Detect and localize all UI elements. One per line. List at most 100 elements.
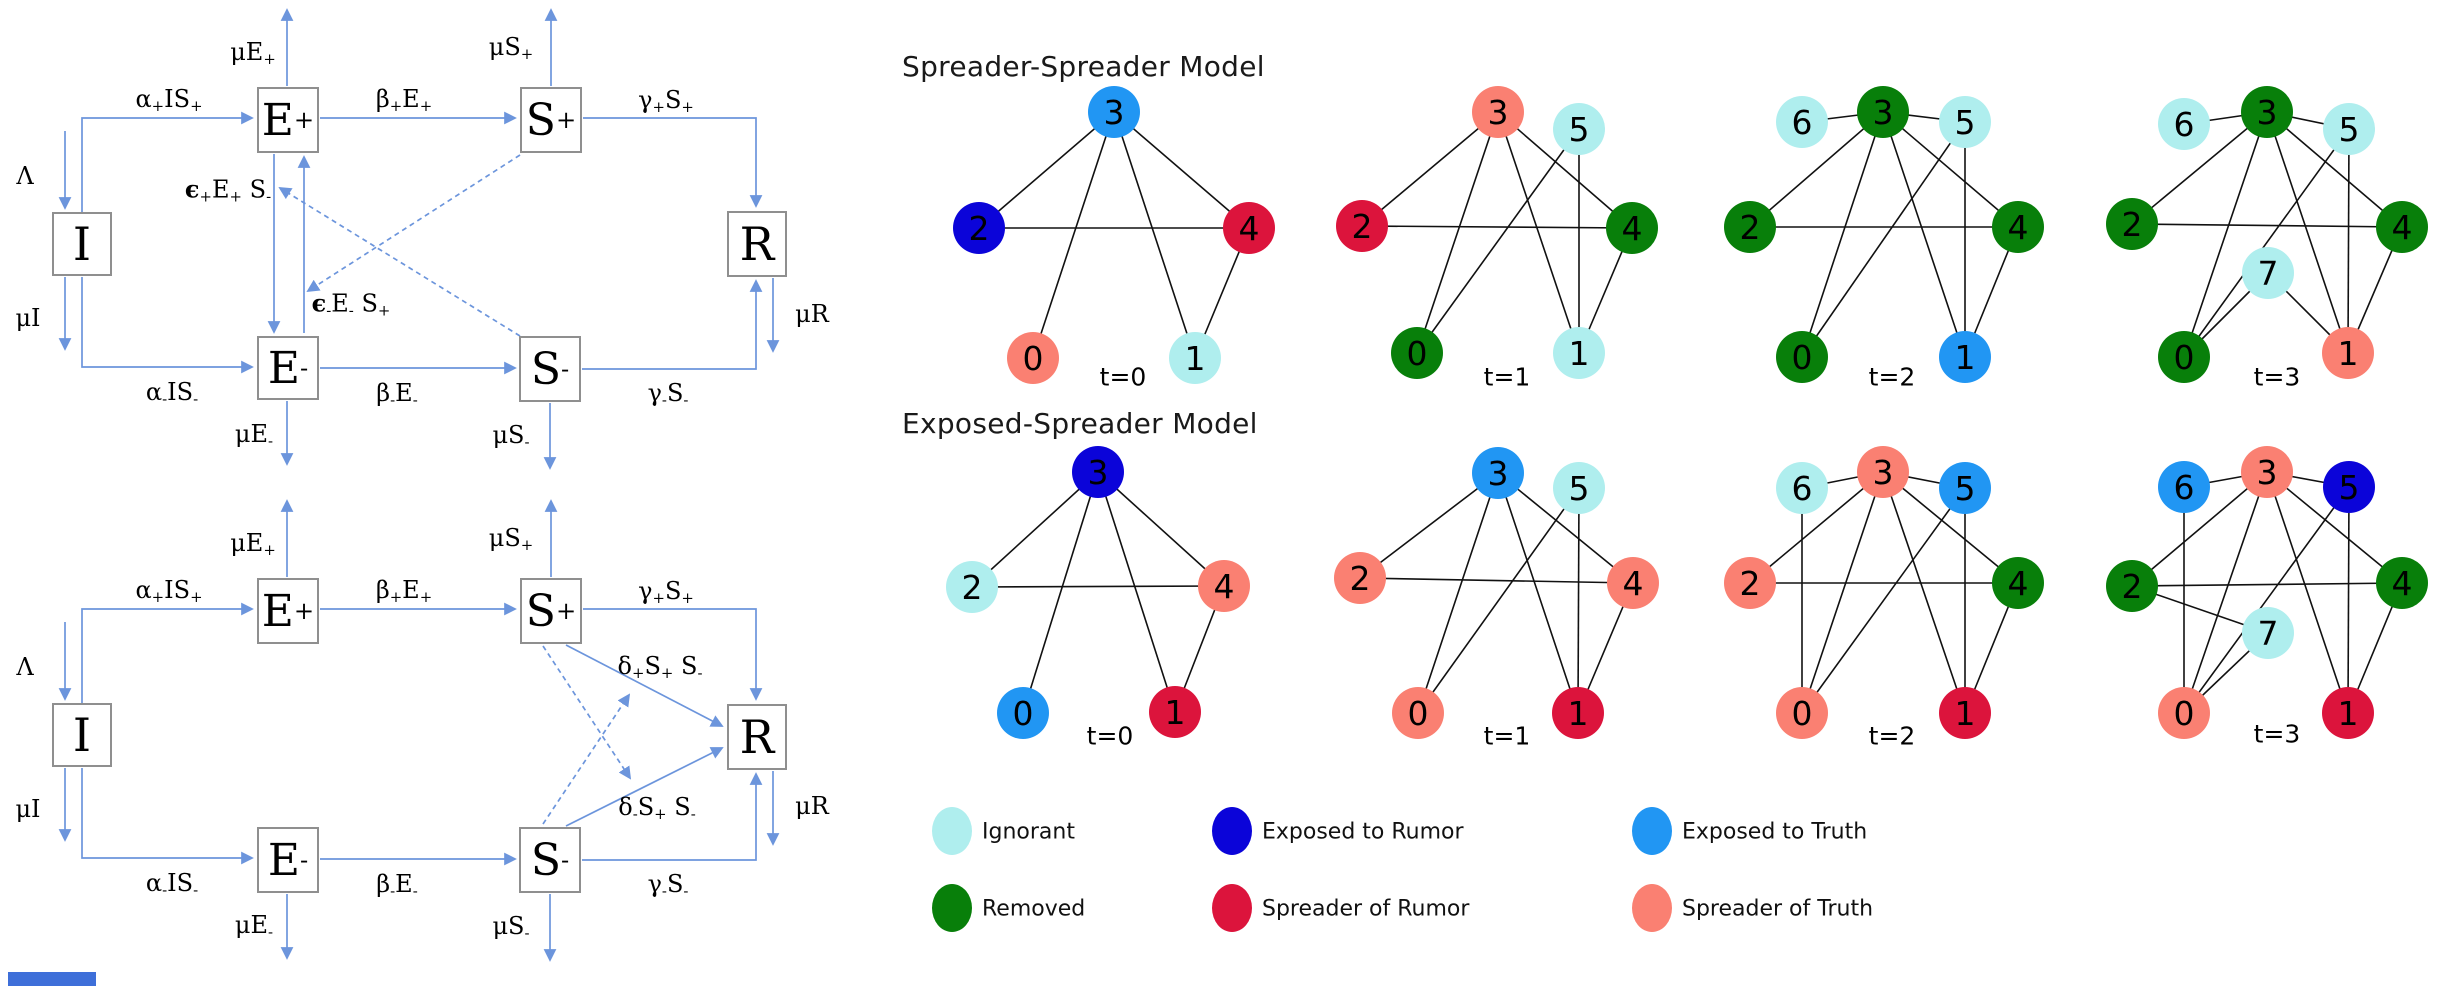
compartment-box-exposed-spreader-compartment-diagram-E1: E+: [257, 578, 319, 644]
graph-node-1-0-3-exposed_rumor: 3: [1072, 446, 1124, 498]
rate-label-0-7: ϵ+E+ S-: [184, 174, 272, 206]
graph-node-0-2-3-removed: 3: [1857, 86, 1909, 138]
graph-edge-1-1-1-3: [1497, 472, 1579, 714]
compartment-box-exposed-spreader-compartment-diagram-S2: S+: [520, 578, 582, 644]
graph-node-0-0-4-spreader_rumor: 4: [1223, 202, 1275, 254]
network-row-title-1: Exposed-Spreader Model: [902, 407, 1258, 440]
rate-label-0-5: Λ: [16, 162, 34, 190]
legend-label-ignorant: Ignorant: [982, 819, 1075, 845]
legend-swatch-exposed_truth: [1632, 807, 1672, 855]
compartment-box-spreader-spreader-compartment-diagram-R5: R: [727, 211, 787, 277]
graph-edge-0-3-1-3: [2266, 111, 2349, 354]
rate-label-1-7: δ+S+ S-: [617, 652, 703, 683]
graph-node-0-2-4-removed: 4: [1992, 201, 2044, 253]
legend-swatch-ignorant: [932, 807, 972, 855]
graph-edge-0-3-2-4: [2131, 223, 2403, 228]
rate-label-1-8: δ-S+ S-: [618, 793, 696, 824]
compartment-box-spreader-spreader-compartment-diagram-S4: S-: [519, 336, 581, 402]
rate-label-0-0: μE+: [230, 38, 276, 69]
graph-edge-0-3-3-4: [2266, 111, 2403, 228]
graph-node-1-3-7-ignorant: 7: [2242, 607, 2294, 659]
rate-label-1-11: γ-S-: [647, 870, 689, 901]
rate-label-0-12: μR: [795, 300, 829, 328]
graph-node-0-1-3-spreader_truth: 3: [1472, 86, 1524, 138]
rate-label-0-10: β-E-: [376, 379, 418, 410]
rate-label-1-12: μR: [795, 792, 829, 820]
legend-label-spreader_truth: Spreader of Truth: [1682, 896, 1874, 922]
time-label-0-1: t=1: [1483, 362, 1531, 392]
graph-node-0-2-6-ignorant: 6: [1776, 96, 1828, 148]
graph-edge-0-3-2-3: [2131, 111, 2268, 225]
graph-node-1-2-0-spreader_truth: 0: [1776, 687, 1828, 739]
graph-node-0-3-0-removed: 0: [2158, 331, 2210, 383]
legend-swatch-removed: [932, 884, 972, 932]
graph-node-1-1-5-ignorant: 5: [1553, 462, 1605, 514]
graph-node-0-0-2-exposed_rumor: 2: [953, 202, 1005, 254]
flow-arrow-1-7: [81, 768, 254, 865]
graph-node-1-3-3-spreader_truth: 3: [2241, 446, 2293, 498]
graph-node-1-0-2-ignorant: 2: [946, 561, 998, 613]
graph-edge-1-2-0-5: [1801, 487, 1966, 714]
graph-edge-1-1-2-3: [1359, 472, 1499, 579]
graph-node-1-1-4-spreader_truth: 4: [1607, 557, 1659, 609]
graph-edge-1-3-0-3: [2183, 471, 2268, 714]
rate-label-1-2: α+IS+: [135, 576, 203, 607]
rate-label-1-9: α-IS-: [145, 869, 199, 900]
graph-node-1-0-0-exposed_truth: 0: [997, 687, 1049, 739]
graph-edge-1-3-2-3: [2131, 471, 2268, 587]
time-label-0-3: t=3: [2253, 362, 2301, 392]
graph-edge-1-3-0-5: [2183, 486, 2350, 714]
graph-node-1-3-5-exposed_rumor: 5: [2323, 461, 2375, 513]
graph-node-0-3-5-ignorant: 5: [2323, 103, 2375, 155]
graph-node-0-1-1-ignorant: 1: [1553, 327, 1605, 379]
legend-swatch-exposed_rumor: [1212, 807, 1252, 855]
graph-node-0-0-3-exposed_truth: 3: [1088, 86, 1140, 138]
legend-swatch-spreader_rumor: [1212, 884, 1252, 932]
rate-label-1-6: μI: [15, 795, 41, 823]
graph-edge-1-0-3-4: [1097, 471, 1225, 587]
time-label-0-2: t=2: [1868, 362, 1916, 392]
graph-node-0-3-6-ignorant: 6: [2158, 98, 2210, 150]
rate-label-1-4: γ+S+: [638, 577, 694, 608]
graph-node-0-1-0-removed: 0: [1391, 327, 1443, 379]
graph-node-0-3-3-removed: 3: [2241, 86, 2293, 138]
graph-node-1-2-5-exposed_truth: 5: [1939, 462, 1991, 514]
graph-node-1-3-2-removed: 2: [2106, 560, 2158, 612]
graph-edge-1-0-1-3: [1097, 471, 1176, 713]
rate-label-0-8: ϵ-E- S+: [311, 288, 391, 320]
legend-swatch-spreader_truth: [1632, 884, 1672, 932]
rate-label-0-13: μE-: [234, 420, 274, 451]
bottom-left-blue-bar: [8, 972, 96, 986]
compartment-box-spreader-spreader-compartment-diagram-E3: E-: [257, 336, 319, 400]
graph-edge-1-2-2-3: [1749, 471, 1884, 584]
graph-node-1-0-4-spreader_truth: 4: [1198, 560, 1250, 612]
graph-node-1-1-0-spreader_truth: 0: [1392, 687, 1444, 739]
graph-edge-0-1-0-5: [1416, 128, 1580, 354]
graph-edge-0-0-3-4: [1113, 111, 1250, 229]
graph-edge-0-1-0-3: [1416, 111, 1499, 354]
graph-node-0-3-2-removed: 2: [2106, 198, 2158, 250]
rate-label-0-4: γ+S+: [638, 86, 694, 117]
graph-node-0-1-4-removed: 4: [1606, 202, 1658, 254]
graph-edge-1-3-3-4: [2266, 471, 2403, 584]
graph-edge-0-1-3-4: [1497, 111, 1633, 229]
graph-edge-0-3-1-5: [2347, 128, 2350, 354]
graph-edge-1-3-2-4: [2131, 582, 2403, 587]
graph-node-1-2-1-spreader_rumor: 1: [1939, 687, 1991, 739]
flow-dashed-arrow-0-13: [278, 186, 521, 337]
graph-node-0-0-1-ignorant: 1: [1169, 332, 1221, 384]
graph-node-0-3-7-ignorant: 7: [2242, 247, 2294, 299]
graph-node-1-2-4-removed: 4: [1992, 557, 2044, 609]
compartment-box-spreader-spreader-compartment-diagram-I0: I: [52, 212, 112, 276]
graph-edge-1-0-2-4: [971, 585, 1225, 588]
graph-edge-0-1-2-4: [1361, 225, 1633, 229]
network-row-title-0: Spreader-Spreader Model: [902, 50, 1265, 83]
graph-edge-1-1-0-5: [1417, 487, 1580, 714]
graph-edge-0-1-2-3: [1361, 111, 1499, 227]
graph-edge-0-3-0-5: [2183, 128, 2350, 358]
compartment-box-exposed-spreader-compartment-diagram-I0: I: [52, 703, 112, 767]
rate-label-0-1: μS+: [488, 33, 534, 64]
graph-edge-0-2-0-5: [1801, 121, 1966, 358]
legend-label-exposed_truth: Exposed to Truth: [1682, 819, 1868, 845]
